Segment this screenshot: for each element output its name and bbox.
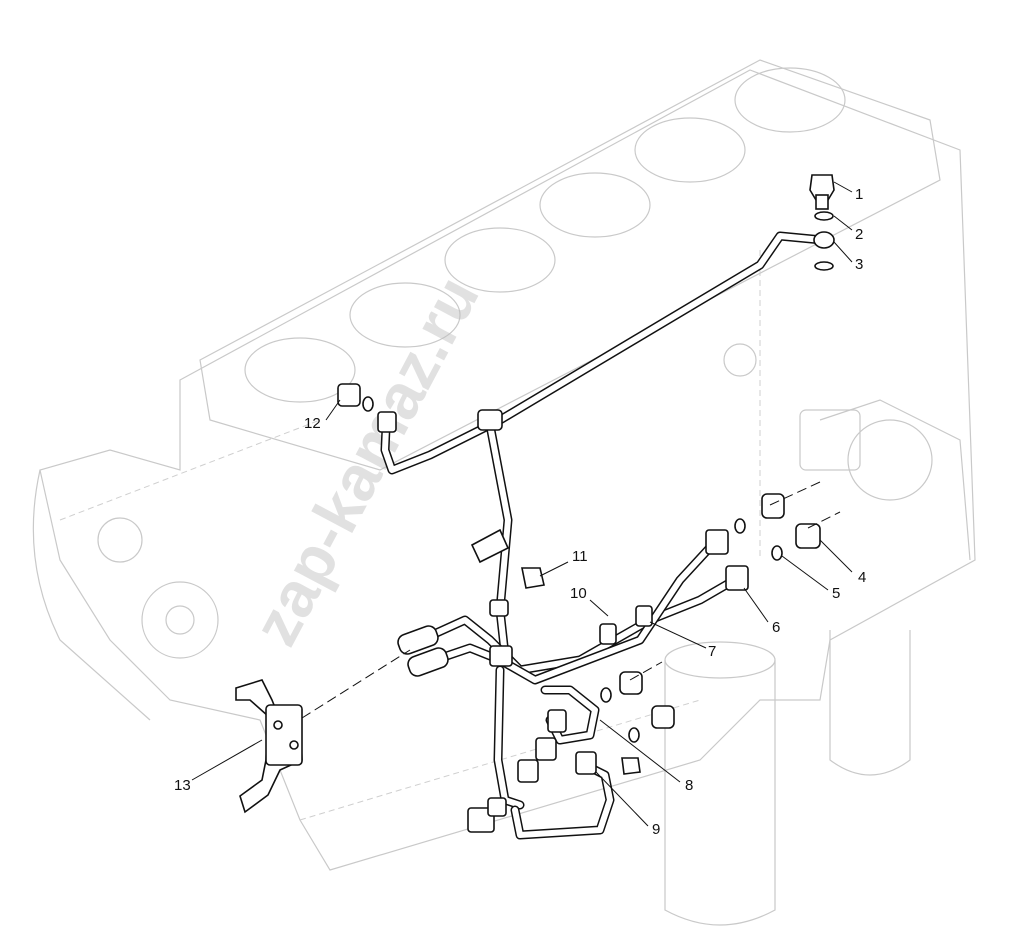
part-union-nut-b bbox=[795, 523, 821, 549]
upper-fuel-tube bbox=[380, 231, 827, 475]
centerline-bracket bbox=[301, 649, 411, 719]
part-union-nut-c bbox=[619, 671, 643, 695]
part-banjo-bolt bbox=[809, 174, 835, 210]
part-connector-9 bbox=[575, 751, 597, 775]
part-banjo-fitting bbox=[813, 231, 835, 249]
part-hose-end-lower bbox=[407, 647, 449, 677]
lower-fuel-tubes bbox=[405, 537, 743, 840]
engine-block-outline bbox=[32, 59, 976, 926]
part-sensor-plug bbox=[337, 383, 361, 407]
part-clamp-junction bbox=[489, 645, 513, 667]
part-connector-lower-left-b bbox=[487, 797, 507, 817]
callout-7: 7 bbox=[708, 643, 716, 660]
callout-10: 10 bbox=[570, 585, 587, 602]
centerline-nut-c bbox=[629, 661, 663, 681]
part-bracket bbox=[235, 679, 303, 814]
callout-8: 8 bbox=[685, 777, 693, 794]
part-union-nut-a bbox=[761, 493, 785, 519]
part-connector-8 bbox=[547, 709, 567, 733]
watermark-text: zap-kamaz.ru bbox=[239, 265, 493, 657]
part-washer-upper bbox=[814, 211, 834, 221]
callout-12: 12 bbox=[304, 415, 321, 432]
part-hose-end-upper bbox=[397, 625, 439, 655]
part-seal-ring-a bbox=[734, 518, 746, 534]
callout-3: 3 bbox=[855, 256, 863, 273]
part-clamp-7a bbox=[599, 623, 617, 645]
part-tee-junction bbox=[477, 409, 503, 431]
part-clip-bolt bbox=[521, 567, 545, 589]
vertical-fuel-tube bbox=[485, 420, 513, 660]
part-mounting-clip bbox=[470, 528, 510, 564]
part-connector-upper-right bbox=[705, 529, 729, 555]
part-connector-lower-right bbox=[725, 565, 749, 591]
part-connector-8c bbox=[517, 759, 539, 783]
part-bolt-8 bbox=[621, 757, 641, 775]
part-union-nut-d bbox=[651, 705, 675, 729]
leader-lines bbox=[191, 181, 853, 827]
part-seal-ring-d bbox=[628, 727, 640, 743]
callout-13: 13 bbox=[174, 777, 191, 794]
part-seal-ring-b bbox=[771, 545, 783, 561]
callout-1: 1 bbox=[855, 186, 863, 203]
part-washer-lower bbox=[814, 261, 834, 271]
callout-4: 4 bbox=[858, 569, 866, 586]
part-clamp-mid bbox=[489, 599, 509, 617]
callout-6: 6 bbox=[772, 619, 780, 636]
part-seal-ring-c bbox=[600, 687, 612, 703]
part-connector-8b bbox=[535, 737, 557, 761]
centerline-nut-a bbox=[769, 481, 821, 506]
part-seal-ring-left bbox=[362, 396, 374, 412]
callout-2: 2 bbox=[855, 226, 863, 243]
centerline-nut-b bbox=[807, 511, 841, 529]
callout-9: 9 bbox=[652, 821, 660, 838]
callout-5: 5 bbox=[832, 585, 840, 602]
part-clamp-7b bbox=[635, 605, 653, 627]
part-left-connector bbox=[377, 411, 397, 433]
callout-11: 11 bbox=[572, 548, 588, 565]
callout-labels: 1 2 3 4 5 6 7 8 9 10 11 12 13 bbox=[174, 186, 866, 838]
